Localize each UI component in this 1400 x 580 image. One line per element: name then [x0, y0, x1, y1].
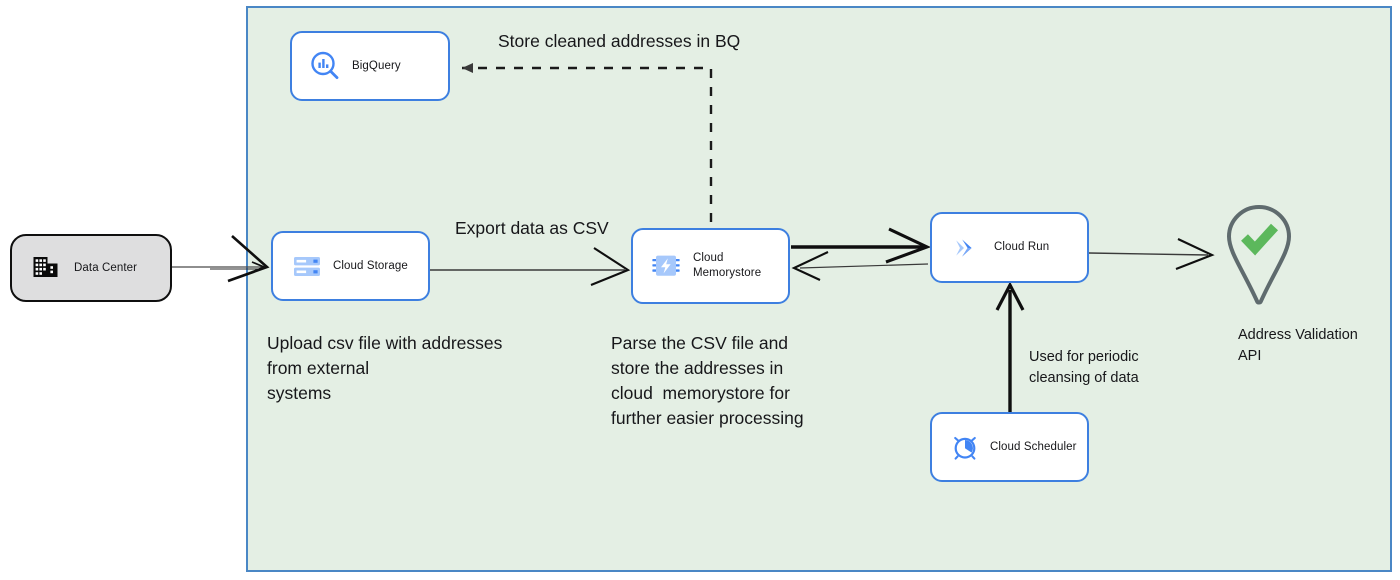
node-address-validation-api[interactable] — [1219, 202, 1299, 310]
annotation-periodic-note: Used for periodic cleansing of data — [1029, 349, 1139, 386]
node-label: Cloud Memorystore — [693, 252, 762, 279]
cloud-memorystore-icon — [647, 251, 685, 281]
node-label: Cloud Storage — [333, 259, 408, 272]
map-pin-check-icon — [1226, 204, 1292, 305]
node-memorystore[interactable]: Cloud Memorystore — [631, 228, 790, 304]
node-scheduler[interactable]: Cloud Scheduler — [930, 412, 1089, 482]
node-datacenter[interactable]: Data Center — [10, 234, 172, 302]
node-cloudrun[interactable]: Cloud Run — [930, 212, 1089, 283]
node-label: BigQuery — [352, 59, 401, 72]
node-label: Cloud Run — [994, 241, 1050, 254]
building-icon — [24, 253, 68, 283]
node-storage[interactable]: Cloud Storage — [271, 231, 430, 301]
bigquery-icon — [302, 49, 348, 83]
annotation-store-in-bq: Store cleaned addresses in BQ — [498, 31, 741, 51]
annotation-export-csv: Export data as CSV — [455, 218, 609, 238]
cloud-scheduler-icon — [944, 431, 986, 463]
node-label: Cloud Scheduler — [990, 440, 1077, 453]
label-address-validation-api: Address Validation API — [1238, 327, 1358, 364]
node-label: Data Center — [74, 261, 138, 274]
annotation-upload-note: Upload csv file with addresses from exte… — [267, 333, 503, 403]
cloud-storage-icon — [287, 251, 327, 281]
node-bigquery[interactable]: BigQuery — [290, 31, 450, 101]
annotation-parse-note: Parse the CSV file and store the address… — [611, 333, 804, 428]
cloud-run-icon — [944, 233, 986, 263]
